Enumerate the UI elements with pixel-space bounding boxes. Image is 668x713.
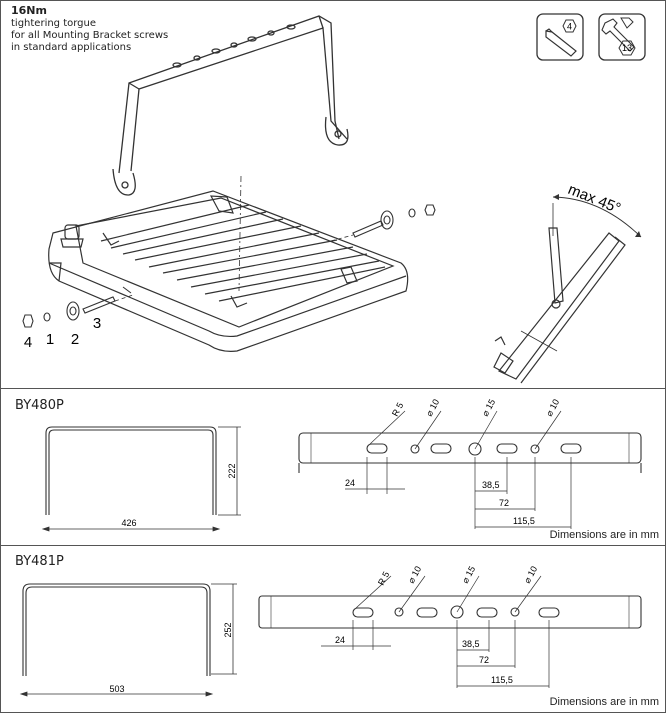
bracket-b-dimensions-note: Dimensions are in mm bbox=[549, 696, 659, 708]
torque-line3: in standard applications bbox=[11, 42, 132, 53]
bracket-b-d1: 24 bbox=[335, 635, 345, 645]
torque-value: 16Nm bbox=[11, 4, 47, 17]
part-label-1: 1 bbox=[46, 331, 54, 348]
bracket-b-width: 503 bbox=[109, 684, 124, 694]
bracket-a-radius: R 5 bbox=[390, 401, 405, 418]
bracket-b-top-view bbox=[258, 575, 642, 688]
part-label-2: 2 bbox=[71, 331, 79, 348]
tilted-side-view bbox=[493, 194, 642, 384]
torque-line2: for all Mounting Bracket screws bbox=[11, 30, 169, 41]
bracket-b-drawing: 503 252 R 5 bbox=[19, 564, 642, 697]
bracket-b-hole-large: ⌀ 15 bbox=[460, 564, 477, 585]
wrench-size: 13 bbox=[622, 43, 632, 53]
bracket-a-d2: 38,5 bbox=[482, 480, 500, 490]
bracket-a-d4: 115,5 bbox=[513, 516, 535, 526]
hex-key-size: 4 bbox=[567, 22, 572, 32]
bracket-a-dim-lines bbox=[41, 426, 241, 532]
bracket-a-dimensions-note: Dimensions are in mm bbox=[549, 529, 659, 541]
assembly-drawing: 4 13 bbox=[22, 13, 646, 384]
bracket-a-model: BY480P bbox=[15, 398, 64, 413]
bracket-b-d3: 72 bbox=[479, 655, 489, 665]
mounting-bracket bbox=[112, 15, 349, 196]
torque-note: 16Nm tightering torgue for all Mounting … bbox=[11, 5, 168, 54]
bracket-b-radius: R 5 bbox=[376, 570, 391, 587]
bracket-b-model: BY481P bbox=[15, 554, 64, 569]
bracket-a-top-view bbox=[298, 410, 642, 529]
bracket-b-dim-lines bbox=[19, 583, 237, 697]
floodlight-body bbox=[48, 175, 409, 352]
wrench-icon: 13 bbox=[598, 13, 646, 61]
cable-gland bbox=[60, 224, 84, 248]
right-fastener-set bbox=[330, 204, 436, 242]
assembly-panel: 16Nm tightering torgue for all Mounting … bbox=[0, 0, 666, 389]
part-label-3: 3 bbox=[93, 315, 101, 332]
bracket-a-panel: BY480P Dimensions are in mm 426 222 bbox=[0, 389, 666, 546]
bracket-b-side-view bbox=[22, 583, 211, 676]
bracket-a-d1: 24 bbox=[345, 478, 355, 488]
bracket-a-side-view bbox=[45, 426, 217, 515]
tilt-label: max 45° bbox=[566, 181, 624, 217]
bracket-a-d3: 72 bbox=[499, 498, 509, 508]
bracket-b-panel: BY481P Dimensions are in mm 503 252 bbox=[0, 546, 666, 713]
bracket-b-height: 252 bbox=[223, 622, 233, 637]
bracket-b-d2: 38,5 bbox=[462, 639, 480, 649]
torque-line1: tightering torgue bbox=[11, 18, 97, 29]
bracket-a-drawing: 426 222 bbox=[41, 397, 642, 532]
bracket-a-height: 222 bbox=[227, 463, 237, 478]
bracket-b-d4: 115,5 bbox=[491, 675, 513, 685]
left-fastener-set bbox=[22, 294, 134, 328]
hex-key-icon: 4 bbox=[536, 13, 584, 61]
part-label-4: 4 bbox=[24, 334, 32, 351]
bracket-a-width: 426 bbox=[121, 518, 136, 528]
